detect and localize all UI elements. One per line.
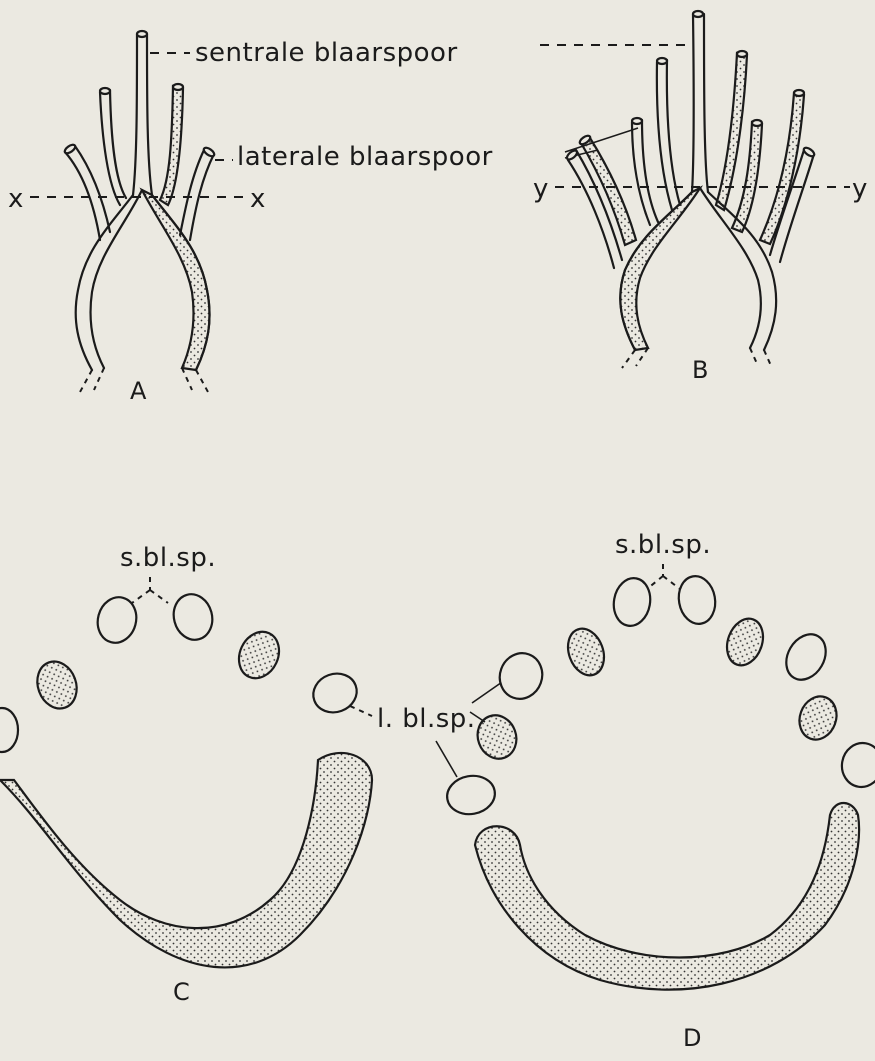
- panel-d-lateral-bundle-stippled-2: [721, 614, 769, 671]
- panel-b-stele: [620, 188, 776, 368]
- panel-a-inner-lateral-left: [100, 88, 126, 205]
- panel-c-lateral-bundle-open-right: [308, 668, 362, 719]
- panel-b-longitudinal: y y B: [533, 11, 868, 384]
- panel-c-label: C: [173, 978, 190, 1006]
- central-trace-label: sentrale blaarspoor: [195, 38, 458, 68]
- panel-c-stele-band: [0, 753, 372, 967]
- panel-c-cross-section: s.bl.sp. C: [0, 543, 372, 1006]
- panel-d-stele-band: [475, 803, 859, 990]
- panel-c-central-bundle-left: [93, 593, 142, 647]
- panel-b-lateral-3: [632, 118, 658, 225]
- panel-a-label: A: [130, 377, 147, 405]
- panel-a-inner-lateral-right: [160, 84, 183, 205]
- panel-c-central-abbrev: s.bl.sp.: [120, 543, 216, 573]
- panel-a-longitudinal: x x A: [8, 31, 266, 405]
- panel-b-lateral-5: [578, 134, 636, 245]
- panel-a-outer-lateral-right: [180, 146, 216, 240]
- panel-c-central-leader: [132, 577, 168, 603]
- lateral-abbrev-leader-d-lower: [436, 741, 457, 777]
- section-y-left-label: y: [533, 174, 549, 204]
- lateral-trace-label: laterale blaarspoor: [237, 142, 493, 172]
- panel-a-central-trace: [133, 31, 152, 195]
- section-y-right-label: y: [852, 174, 868, 204]
- panel-d-central-bundle-right: [675, 573, 719, 627]
- panel-b-label: B: [692, 356, 708, 384]
- panel-d-lateral-bundle-open-4: [838, 740, 875, 790]
- panel-d-lateral-bundle-open-2: [493, 647, 548, 705]
- section-x-left-label: x: [8, 184, 24, 214]
- lateral-abbrev-leader-c: [350, 706, 372, 716]
- panel-d-lateral-bundle-open-3: [444, 772, 498, 818]
- panel-c-central-bundle-right: [169, 590, 218, 644]
- panel-d-cross-section: s.bl.sp. D: [444, 530, 875, 1052]
- panel-d-lateral-bundle-stippled-1: [562, 624, 610, 681]
- lateral-abbrev-label: l. bl.sp.: [377, 704, 476, 734]
- panel-d-central-leader: [647, 564, 680, 589]
- panel-c-lateral-bundle-open-left: [0, 708, 18, 752]
- section-x-right-label: x: [250, 184, 266, 214]
- panel-d-central-bundle-left: [610, 575, 654, 629]
- panel-d-lateral-bundle-open-1: [778, 627, 833, 687]
- panel-d-central-abbrev: s.bl.sp.: [615, 530, 711, 560]
- panel-b-central-trace: [692, 11, 708, 192]
- panel-d-lateral-bundle-stippled-4: [794, 691, 843, 745]
- panel-a-outer-lateral-left: [63, 143, 110, 240]
- lateral-trace-leader-upper: [565, 128, 638, 152]
- panel-c-lateral-bundle-stippled-left: [31, 656, 83, 714]
- panel-d-label: D: [683, 1024, 701, 1052]
- panel-c-lateral-bundle-stippled-right: [232, 625, 287, 685]
